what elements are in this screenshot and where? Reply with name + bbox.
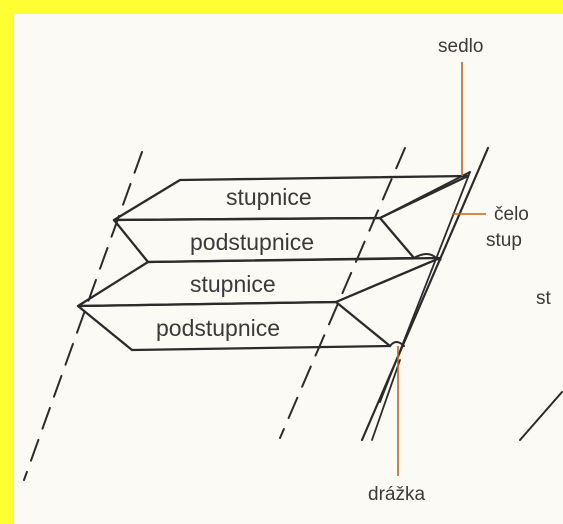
label-riser-lower: podstupnice	[156, 315, 280, 341]
label-st: st	[536, 288, 552, 309]
dashed-line-right-bottom	[519, 391, 563, 441]
label-tread-upper: stupnice	[226, 184, 312, 210]
label-celo-line1: čelo	[494, 204, 529, 225]
stringer-edge-lower	[371, 359, 401, 441]
label-drazka: drážka	[368, 484, 425, 505]
diagram-paper	[14, 14, 563, 524]
label-celo-line2: stup	[486, 230, 522, 251]
dashed-line-left	[23, 151, 143, 481]
stringer-edge-outer	[360, 146, 490, 442]
label-sedlo: sedlo	[438, 36, 483, 57]
label-riser-upper: podstupnice	[190, 229, 314, 255]
label-tread-lower: stupnice	[190, 271, 276, 297]
nosing-lower	[335, 261, 431, 303]
dashed-line-middle	[279, 147, 406, 439]
nosing-detail-upper	[413, 253, 442, 261]
nosing-detail-lower	[389, 341, 405, 347]
nosing-upper	[379, 171, 471, 219]
stringer-edge-inner	[379, 171, 471, 403]
